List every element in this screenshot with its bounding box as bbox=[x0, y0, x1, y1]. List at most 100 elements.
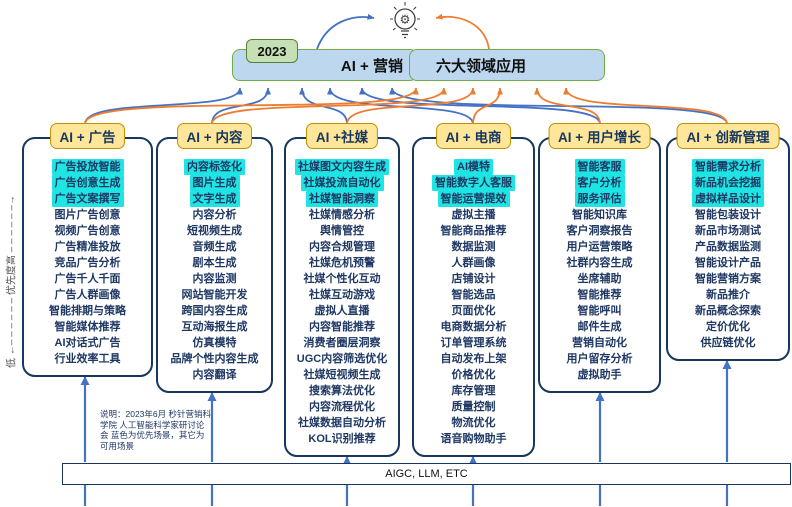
list-item: 新品推介 bbox=[706, 289, 750, 301]
list-item: 智能包装设计 bbox=[695, 209, 761, 221]
list-item-priority: 社媒智能洞察 bbox=[306, 191, 378, 207]
blue-arrow-group bbox=[84, 13, 728, 125]
list-item: UGC内容筛选优化 bbox=[296, 353, 388, 365]
list-item: 供应链优化 bbox=[700, 337, 756, 349]
list-item: 用户留存分析 bbox=[566, 353, 633, 365]
column-header-3: AI +社媒 bbox=[305, 123, 379, 149]
list-item-priority: 智能运营提效 bbox=[437, 191, 510, 207]
list-item: 社群内容生成 bbox=[566, 257, 633, 269]
list-item-priority: 智能需求分析 bbox=[692, 159, 764, 175]
list-item: 竞品广告分析 bbox=[54, 257, 121, 269]
column-item-list: 内容标签化图片生成文字生成内容分析短视频生成音频生成剧本生成内容监测网站智能开发… bbox=[158, 139, 271, 391]
list-item: 内容智能推荐 bbox=[309, 321, 375, 333]
column-header-2: AI + 内容 bbox=[176, 123, 253, 149]
list-item: 剧本生成 bbox=[192, 257, 237, 269]
list-item-priority: 图片生成 bbox=[189, 175, 240, 191]
list-item: 广告精准投放 bbox=[54, 241, 121, 253]
list-item: 虚拟主播 bbox=[451, 209, 496, 221]
lightbulb-gear-icon: ⚙ bbox=[390, 2, 420, 39]
footnote: 说明：2023年6月 秒针营销科学院 人工智能科学家研讨论会 蓝色为优先场景，其… bbox=[100, 409, 211, 451]
list-item: 自动发布上架 bbox=[440, 353, 507, 365]
list-item: 智能知识库 bbox=[572, 209, 627, 221]
list-item: 图片广告创意 bbox=[54, 209, 121, 221]
list-item: 智能设计产品 bbox=[695, 257, 761, 269]
column-item-list: 智能客服客户分析服务评估智能知识库客户洞察报告用户运营策略社群内容生成坐席辅助智… bbox=[540, 139, 659, 391]
list-item: 客户洞察报告 bbox=[566, 225, 633, 237]
list-item: 内容流程优化 bbox=[309, 401, 375, 413]
list-item: 库存管理 bbox=[451, 385, 496, 397]
list-item: 虚拟人直播 bbox=[314, 305, 370, 317]
column-header-5: AI + 用户增长 bbox=[548, 123, 651, 149]
list-item: 短视频生成 bbox=[187, 225, 242, 237]
list-item: 内容翻译 bbox=[192, 369, 237, 381]
column-1: AI + 广告广告投放智能广告创意生成广告文案撰写图片广告创意视频广告创意广告精… bbox=[22, 123, 153, 377]
list-item: 新品市场测试 bbox=[695, 225, 761, 237]
list-item-priority: 服务评估 bbox=[574, 191, 625, 207]
list-item: 智能选品 bbox=[451, 289, 496, 301]
list-item-priority: 社媒图文内容生成 bbox=[295, 159, 389, 175]
list-item: 人群画像 bbox=[451, 257, 496, 269]
list-item: 智能营销方案 bbox=[695, 273, 761, 285]
list-item: AI对话式广告 bbox=[54, 337, 121, 349]
list-item: 质量控制 bbox=[451, 401, 496, 413]
list-item: 智能排期与策略 bbox=[49, 305, 126, 317]
list-item: 智能呼叫 bbox=[577, 305, 622, 317]
list-item: 新品概念探索 bbox=[695, 305, 761, 317]
list-item: 语音购物助手 bbox=[440, 433, 507, 445]
list-item: 仿真模特 bbox=[192, 337, 237, 349]
list-item-priority: 广告投放智能 bbox=[51, 159, 124, 175]
list-item: 搜索算法优化 bbox=[309, 385, 375, 397]
column-header-4: AI + 电商 bbox=[435, 123, 512, 149]
column-5: AI + 用户增长智能客服客户分析服务评估智能知识库客户洞察报告用户运营策略社群… bbox=[538, 123, 661, 393]
list-item-priority: 智能数字人客服 bbox=[432, 175, 515, 191]
column-header-6: AI + 创新管理 bbox=[676, 123, 780, 149]
list-item-priority: 文字生成 bbox=[189, 191, 240, 207]
list-item: 邮件生成 bbox=[577, 321, 622, 333]
list-item: 物流优化 bbox=[451, 417, 496, 429]
list-item: 电商数据分析 bbox=[440, 321, 507, 333]
priority-axis-label: 低 ←– – – – – – 优先度高 – – – – – –→ bbox=[6, 195, 18, 368]
column-header-1: AI + 广告 bbox=[49, 123, 126, 149]
list-item: 跨国内容生成 bbox=[181, 305, 248, 317]
list-item: 行业效率工具 bbox=[54, 353, 121, 365]
title-box-six-domains: 六大领域应用 bbox=[409, 49, 605, 81]
list-item: 智能商品推荐 bbox=[440, 225, 507, 237]
list-item: 用户运营策略 bbox=[566, 241, 633, 253]
svg-text:⚙: ⚙ bbox=[400, 13, 411, 27]
list-item: 虚拟助手 bbox=[577, 369, 622, 381]
list-item: 社媒数据自动分析 bbox=[298, 417, 386, 429]
foundation-bar: AIGC, LLM, ETC bbox=[62, 463, 791, 485]
list-item: 内容监测 bbox=[192, 273, 237, 285]
column-item-list: 智能需求分析新品机会挖掘虚拟样品设计智能包装设计新品市场测试产品数据监测智能设计… bbox=[668, 139, 788, 359]
list-item: 广告人群画像 bbox=[54, 289, 121, 301]
list-item: 舆情管控 bbox=[320, 225, 364, 237]
list-item: 广告千人千面 bbox=[54, 273, 121, 285]
list-item: 内容分析 bbox=[192, 209, 237, 221]
list-item: 品牌个性内容生成 bbox=[170, 353, 259, 365]
column-2: AI + 内容内容标签化图片生成文字生成内容分析短视频生成音频生成剧本生成内容监… bbox=[156, 123, 273, 393]
list-item-priority: AI模特 bbox=[454, 159, 493, 175]
list-item: 产品数据监测 bbox=[695, 241, 761, 253]
list-item: 社媒短视频生成 bbox=[303, 369, 381, 381]
list-item: 营销自动化 bbox=[572, 337, 627, 349]
list-item: 店铺设计 bbox=[451, 273, 496, 285]
list-item: 社媒情感分析 bbox=[309, 209, 375, 221]
column-6: AI + 创新管理智能需求分析新品机会挖掘虚拟样品设计智能包装设计新品市场测试产… bbox=[666, 123, 790, 361]
column-3: AI +社媒社媒图文内容生成社媒投流自动化社媒智能洞察社媒情感分析舆情管控内容合… bbox=[284, 123, 400, 457]
year-badge: 2023 bbox=[246, 39, 298, 63]
list-item: 社媒危机预警 bbox=[309, 257, 375, 269]
list-item: 定价优化 bbox=[706, 321, 750, 333]
list-item: 页面优化 bbox=[451, 305, 496, 317]
foundation-arrow-group bbox=[80, 360, 732, 506]
list-item: 网站智能开发 bbox=[181, 289, 248, 301]
column-item-list: AI模特智能数字人客服智能运营提效虚拟主播智能商品推荐数据监测人群画像店铺设计智… bbox=[414, 139, 533, 455]
list-item: 社媒互动游戏 bbox=[309, 289, 375, 301]
list-item: 坐席辅助 bbox=[577, 273, 622, 285]
list-item: 价格优化 bbox=[451, 369, 496, 381]
list-item: 数据监测 bbox=[451, 241, 496, 253]
list-item: 消费者圈层洞察 bbox=[303, 337, 381, 349]
list-item-priority: 客户分析 bbox=[574, 175, 625, 191]
list-item: 音频生成 bbox=[192, 241, 237, 253]
